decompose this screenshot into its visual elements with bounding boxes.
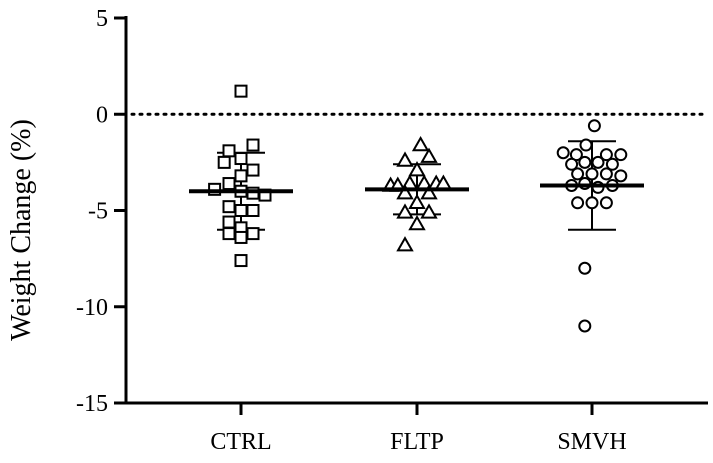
data-point-triangle [408, 161, 426, 177]
data-point-triangle [396, 236, 414, 252]
data-point-circle [614, 169, 628, 183]
data-point-circle [599, 196, 613, 210]
data-point-square [246, 227, 260, 241]
data-point-circle [579, 138, 593, 152]
y-tick-label: -15 [76, 391, 108, 417]
data-point-triangle [408, 214, 426, 231]
y-tick-label: -10 [76, 295, 108, 321]
data-point-circle [587, 119, 601, 133]
data-point-circle [578, 261, 592, 275]
y-tick-label: 5 [96, 6, 108, 32]
data-point-triangle [411, 136, 430, 152]
axes [114, 16, 708, 415]
data-point-square [246, 204, 260, 217]
data-point-triangle [420, 147, 438, 163]
data-point-circle [556, 146, 570, 160]
data-points [189, 84, 644, 333]
x-tick-label: SMVH [557, 429, 626, 455]
y-tick-label: -5 [88, 199, 108, 225]
data-point-triangle [396, 151, 414, 167]
y-axis-title: Weight Change (%) [6, 119, 37, 341]
data-point-square [234, 169, 248, 183]
x-tick-label: CTRL [210, 429, 271, 455]
data-point-circle [614, 148, 628, 162]
data-point-circle [585, 196, 599, 210]
x-tick-label: FLTP [390, 429, 444, 455]
data-point-circle [565, 157, 579, 171]
data-point-circle [571, 167, 585, 181]
data-point-square [222, 215, 236, 229]
data-point-triangle [396, 184, 414, 200]
data-point-circle [585, 167, 599, 181]
data-point-square [234, 254, 248, 268]
data-point-circle [578, 155, 592, 169]
data-point-square [217, 155, 231, 169]
data-point-square [222, 227, 236, 241]
data-point-circle [571, 196, 585, 210]
data-point-circle [605, 157, 619, 171]
data-point-circle [599, 148, 613, 162]
data-point-circle [599, 167, 613, 181]
data-point-triangle [420, 203, 438, 219]
data-point-triangle [408, 193, 426, 210]
data-point-square [222, 200, 236, 214]
data-point-square [222, 144, 236, 158]
data-point-circle [591, 155, 605, 169]
data-point-square [246, 138, 260, 152]
data-point-triangle [420, 184, 438, 200]
data-point-circle [578, 319, 592, 333]
data-point-triangle [396, 203, 414, 219]
data-point-square [234, 204, 248, 217]
data-point-square [246, 163, 260, 177]
data-point-square [234, 230, 248, 244]
data-point-square [222, 177, 236, 191]
data-point-square [234, 84, 248, 98]
y-tick-label: 0 [96, 102, 108, 128]
data-point-square [234, 152, 248, 166]
